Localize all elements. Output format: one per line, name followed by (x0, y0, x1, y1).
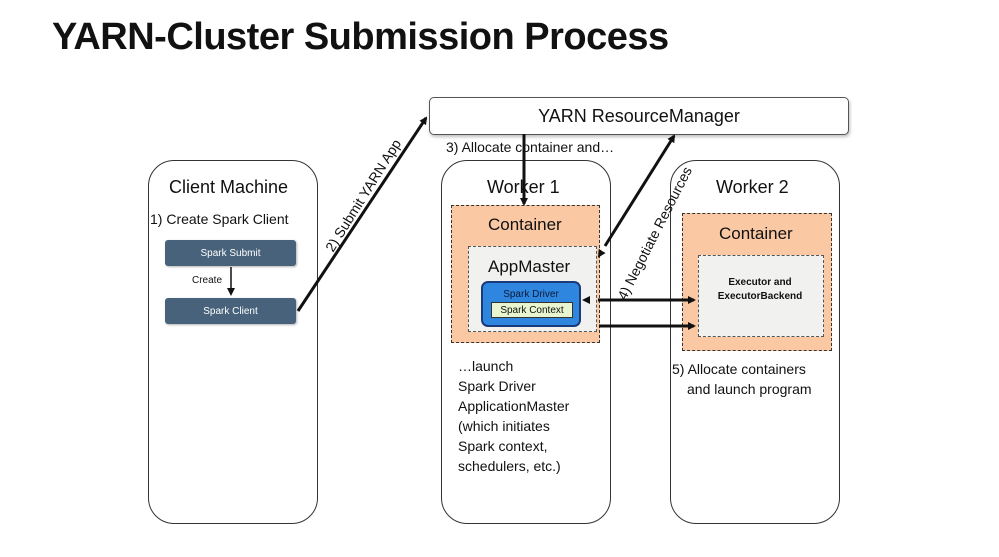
executor-box (698, 255, 824, 337)
spark-submit-box: Spark Submit (165, 240, 296, 266)
allocate-containers-step-line1: 5) Allocate containers (672, 361, 806, 377)
yarn-resourcemanager-box: YARN ResourceManager (429, 97, 849, 135)
allocate-containers-step-line2: and launch program (687, 381, 812, 397)
executor-label-line1: Executor and (728, 277, 792, 288)
launch-line: ApplicationMaster (458, 398, 570, 414)
client-machine-panel (148, 160, 318, 524)
negotiate-arrow-up (603, 134, 676, 247)
create-label: Create (192, 275, 223, 286)
allocate-container-step: 3) Allocate container and… (446, 139, 615, 155)
launch-line: (which initiates (458, 418, 550, 434)
launch-line: Spark Driver (458, 378, 536, 394)
page-title: YARN-Cluster Submission Process (52, 16, 669, 58)
worker1-container-label: Container (488, 215, 562, 234)
executor-label-line2: ExecutorBackend (717, 291, 803, 302)
spark-context-box: Spark Context (491, 302, 573, 318)
launch-line: Spark context, (458, 438, 548, 454)
spark-client-box: Spark Client (165, 298, 296, 324)
spark-driver-label: Spark Driver (503, 289, 559, 300)
create-spark-client-step: 1) Create Spark Client (150, 211, 289, 227)
launch-line: …launch (458, 358, 514, 374)
client-machine-title: Client Machine (169, 177, 289, 197)
worker2-title: Worker 2 (716, 177, 789, 197)
worker2-container-label: Container (719, 224, 793, 243)
submit-arrow (296, 116, 428, 312)
appmaster-label: AppMaster (488, 257, 571, 276)
launch-line: schedulers, etc.) (458, 458, 561, 474)
